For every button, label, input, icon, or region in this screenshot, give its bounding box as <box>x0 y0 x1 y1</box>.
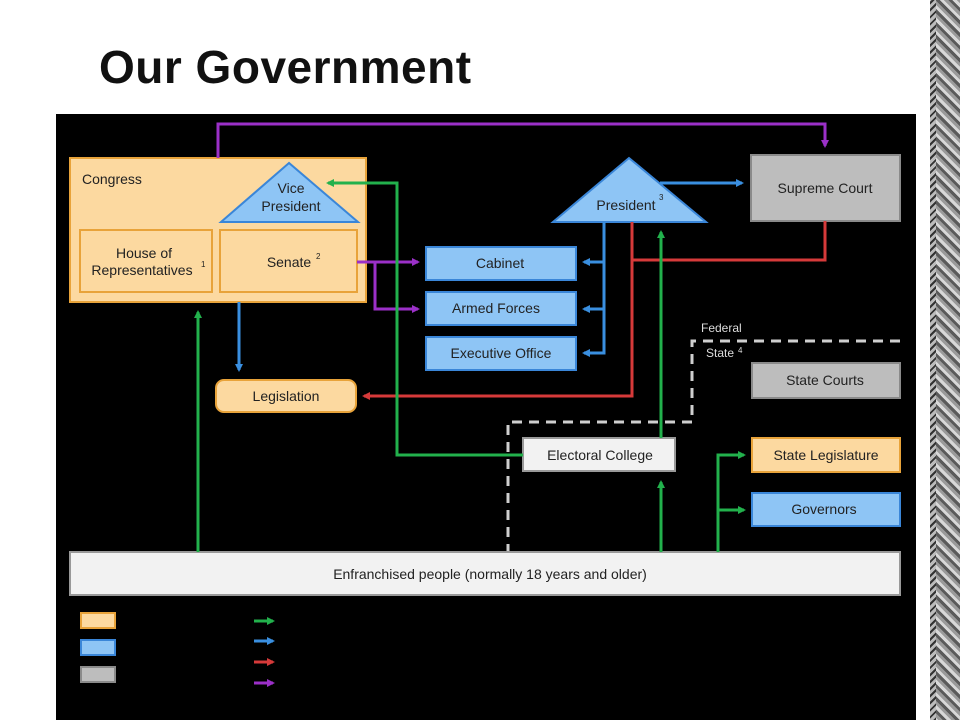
supreme-court-review-line <box>632 221 827 262</box>
electoral-college-box[interactable] <box>522 437 676 472</box>
legend-executive-swatch <box>80 639 116 656</box>
president-note: 3 <box>659 193 664 202</box>
enfranchised-people-label: Enfranchised people (normally 18 years a… <box>333 566 647 582</box>
federal-label: Federal <box>701 321 742 335</box>
decorative-border <box>930 0 960 720</box>
house-label: House of <box>116 245 172 261</box>
senate-to-armed-forces-arrow <box>373 262 420 313</box>
vice-president-label: Vice <box>278 180 305 196</box>
state-courts-box[interactable] <box>751 362 901 399</box>
president-triangle[interactable] <box>550 156 709 223</box>
executive-office-label: Executive Office <box>451 345 552 361</box>
congress-label: Congress <box>82 171 142 187</box>
armed-forces-box[interactable] <box>425 291 577 326</box>
legislation-label: Legislation <box>253 388 320 404</box>
supreme-court-label: Supreme Court <box>778 180 873 196</box>
vice-president-triangle[interactable] <box>218 161 361 223</box>
people-to-state-legislature-arrow <box>716 451 746 552</box>
cabinet-label: Cabinet <box>476 255 524 271</box>
governors-label: Governors <box>791 501 856 517</box>
governors-box[interactable] <box>751 492 901 527</box>
state-legislature-label: State Legislature <box>773 447 878 463</box>
senate-note: 2 <box>316 252 321 261</box>
house-label-line2: Representatives <box>91 262 192 278</box>
house-box[interactable] <box>79 229 213 293</box>
federal-state-divider <box>506 339 900 552</box>
electoral-to-vice-president-arrow <box>326 179 523 457</box>
president-label: President <box>596 197 655 213</box>
legend-judicial-swatch <box>80 666 116 683</box>
cabinet-box[interactable] <box>425 246 577 281</box>
armed-forces-label: Armed Forces <box>452 300 540 316</box>
senate-box[interactable] <box>219 229 358 293</box>
legend-legislative-swatch <box>80 612 116 629</box>
president-to-cabinet-arrow <box>582 222 606 266</box>
congress-to-supreme-court-arrow <box>216 122 829 158</box>
electoral-college-label: Electoral College <box>547 447 653 463</box>
senate-label: Senate <box>267 254 312 270</box>
supreme-court-box[interactable] <box>750 154 901 222</box>
state-legislature-box[interactable] <box>751 437 901 473</box>
legislation-box[interactable] <box>215 379 357 413</box>
executive-office-box[interactable] <box>425 336 577 371</box>
slide-title: Our Government <box>99 41 472 93</box>
vice-president-label-line2: President <box>261 198 320 214</box>
house-note: 1 <box>201 260 206 269</box>
president-to-legislation-arrow <box>362 222 634 400</box>
president-to-armed-forces-arrow <box>582 262 606 313</box>
enfranchised-people-box[interactable] <box>69 551 901 596</box>
president-to-executive-office-arrow <box>582 309 606 357</box>
state-courts-label: State Courts <box>786 372 864 388</box>
